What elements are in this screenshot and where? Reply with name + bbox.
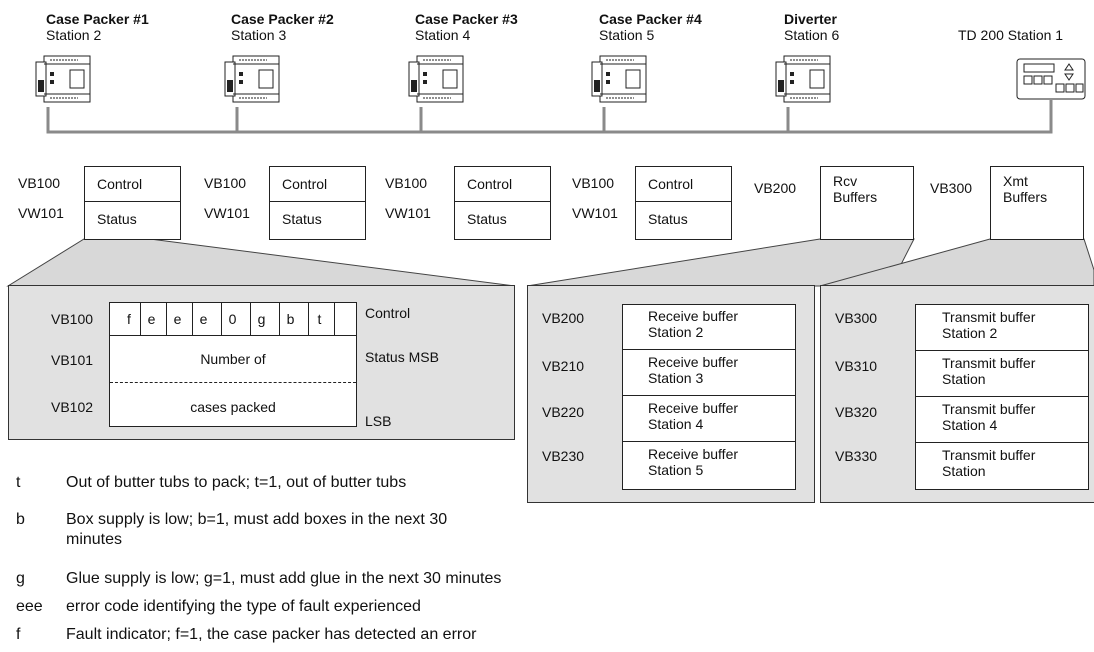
station-1-sub: Station 2 [46, 27, 102, 43]
vb200-label: VB200 [542, 310, 585, 326]
bit-e: e [166, 303, 188, 335]
legend-text-g: Glue supply is low; g=1, must add glue i… [66, 570, 502, 587]
packer-4-register-box: Control Status [635, 166, 732, 240]
status-row: Status [85, 201, 180, 236]
station-6-sub: TD 200 Station 1 [958, 27, 1064, 43]
vb310-label: VB310 [835, 358, 878, 374]
rcv-addr: VB200 [754, 180, 797, 196]
vb300-label: VB300 [835, 310, 878, 326]
control-row: Control [648, 176, 694, 192]
vb220-label: VB220 [542, 404, 585, 420]
control-row: Control [467, 176, 513, 192]
vb101-label: VB101 [51, 352, 94, 368]
vb330-label: VB330 [835, 448, 878, 464]
station-2-sub: Station 3 [231, 27, 287, 43]
bit-e: e [140, 303, 162, 335]
control-bits-row: f e e e 0 g b t [110, 303, 356, 336]
vb102-label: VB102 [51, 399, 94, 415]
packer-3-register-box: Control Status [454, 166, 551, 240]
legend-key-g: g [16, 570, 25, 587]
status-row: Status [270, 201, 365, 236]
receive-buffer-table [622, 304, 796, 490]
receive-buffer-station-2: Receive buffer Station 2 [622, 304, 796, 350]
control-detail-panel: VB100 VB101 VB102 f e e e 0 g b t Number… [8, 285, 515, 440]
status-row: Status [455, 201, 550, 236]
receive-buffer-station-4: Receive buffer Station 4 [622, 396, 796, 442]
td200-display-icon [1016, 58, 1086, 100]
vb210-label: VB210 [542, 358, 585, 374]
packer-3-addr-status: VW101 [385, 205, 431, 221]
packer-1-addr-control: VB100 [18, 175, 61, 191]
rcv-buffers-box: Rcv Buffers [820, 166, 914, 240]
bit-g: g [250, 303, 272, 335]
packer-2-addr-control: VB100 [204, 175, 247, 191]
transmit-buffer-station-2: Transmit buffer Station 2 [916, 305, 1088, 351]
vb320-label: VB320 [835, 404, 878, 420]
status-row: Status [636, 201, 731, 236]
transmit-buffer-station-3: Transmit buffer Station [916, 351, 1088, 397]
packer-1-register-box: Control Status [84, 166, 181, 240]
transmit-buffer-station-5: Transmit buffer Station [942, 447, 1036, 479]
count-label-top: Number of [200, 351, 266, 367]
receive-buffer-station-5: Receive buffer Station 5 [648, 446, 739, 478]
transmit-detail-panel: VB300 VB310 VB320 VB330 Transmit buffer … [820, 285, 1094, 503]
bit-e: e [192, 303, 214, 335]
packer-1-addr-status: VW101 [18, 205, 64, 221]
legend-key-eee: eee [16, 598, 43, 615]
plc-icon [775, 55, 831, 103]
packer-3-addr-control: VB100 [385, 175, 428, 191]
bit-t: t [308, 303, 330, 335]
legend-text-t: Out of butter tubs to pack; t=1, out of … [66, 474, 407, 491]
control-status-register: f e e e 0 g b t Number of cases packed [109, 302, 357, 427]
count-label-bottom: cases packed [190, 399, 276, 415]
packer-4-addr-status: VW101 [572, 205, 618, 221]
legend-text-b: Box supply is low; b=1, must add boxes i… [66, 511, 448, 548]
station-5-title: Diverter [784, 11, 837, 27]
station-4-title: Case Packer #4 [599, 11, 702, 27]
lsb-label: LSB [365, 413, 392, 429]
xmt-buffers-box: Xmt Buffers [990, 166, 1084, 240]
legend-text-eee: error code identifying the type of fault… [66, 598, 421, 615]
receive-buffer-station-3: Receive buffer Station 3 [622, 350, 796, 396]
plc-icon [35, 55, 91, 103]
plc-icon [591, 55, 647, 103]
legend-key-b: b [16, 511, 25, 528]
legend-text-f: Fault indicator; f=1, the case packer ha… [66, 626, 477, 643]
station-3-sub: Station 4 [415, 27, 471, 43]
byte-divider [110, 382, 356, 383]
station-4-sub: Station 5 [599, 27, 655, 43]
plc-icon [408, 55, 464, 103]
control-row: Control [97, 176, 143, 192]
bit-0: 0 [221, 303, 243, 335]
status-msb-label: Status MSB [365, 349, 439, 365]
control-side-label: Control [365, 305, 411, 321]
vb100-label: VB100 [51, 311, 94, 327]
bit-b: b [279, 303, 301, 335]
control-row: Control [282, 176, 328, 192]
vb230-label: VB230 [542, 448, 585, 464]
packer-2-register-box: Control Status [269, 166, 366, 240]
plc-icon [224, 55, 280, 103]
station-1-title: Case Packer #1 [46, 11, 149, 27]
station-2-title: Case Packer #2 [231, 11, 334, 27]
legend-key-t: t [16, 474, 21, 491]
bit-f: f [127, 311, 131, 327]
transmit-buffer-table: Transmit buffer Station 2 Transmit buffe… [915, 304, 1089, 490]
station-5-sub: Station 6 [784, 27, 840, 43]
xmt-addr: VB300 [930, 180, 973, 196]
legend-key-f: f [16, 626, 21, 643]
receive-detail-panel: VB200 VB210 VB220 VB230 Receive buffer S… [527, 285, 815, 503]
control-zoom-wedge [6, 238, 516, 287]
packer-2-addr-status: VW101 [204, 205, 250, 221]
station-3-title: Case Packer #3 [415, 11, 518, 27]
packer-4-addr-control: VB100 [572, 175, 615, 191]
transmit-buffer-station-4: Transmit buffer Station 4 [916, 397, 1088, 443]
